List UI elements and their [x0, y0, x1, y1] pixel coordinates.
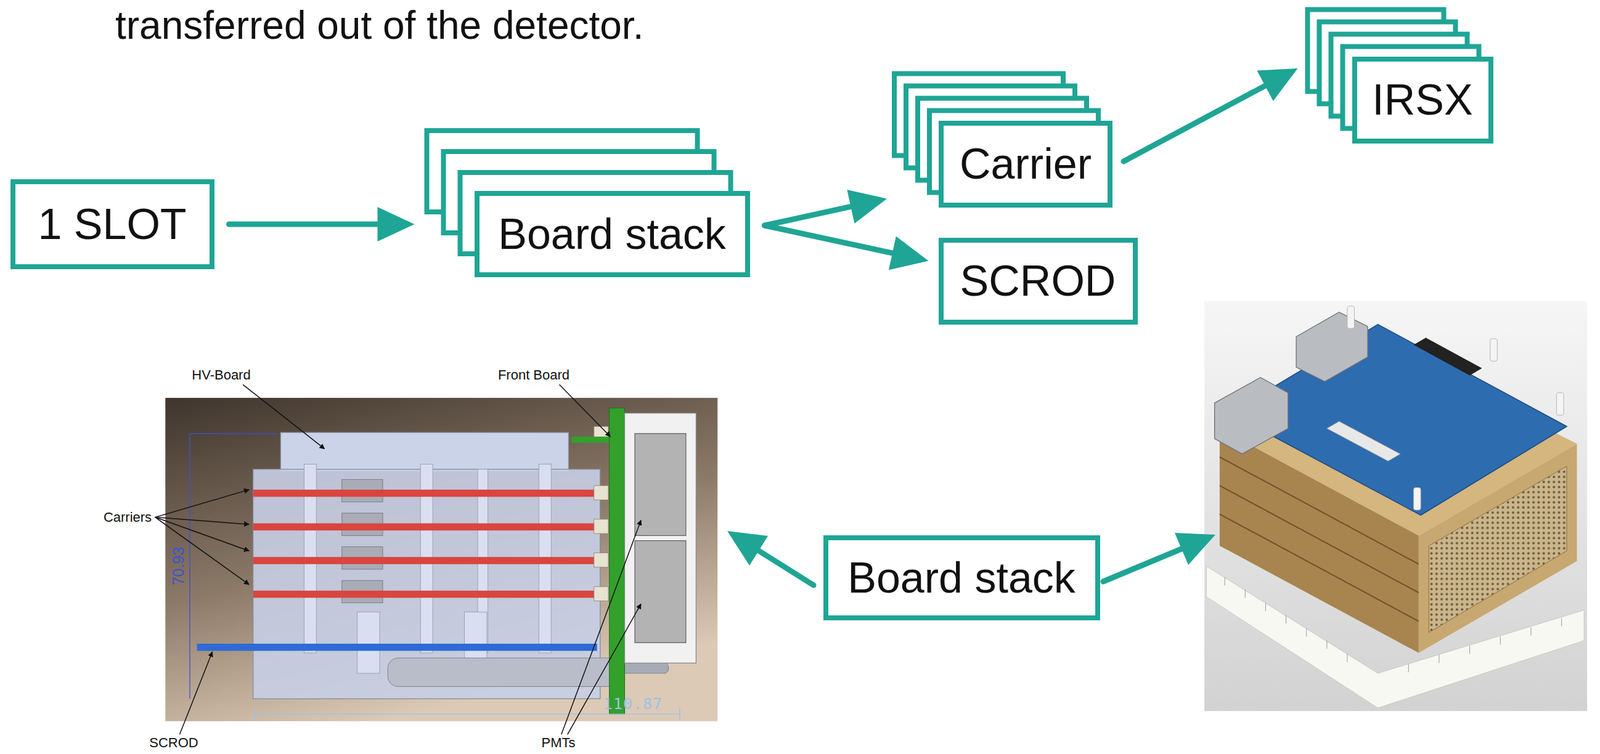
- cad-drawing: [253, 489, 601, 599]
- cad-drawing: [594, 519, 609, 534]
- arrow-head: [1256, 68, 1298, 102]
- leader-line: [567, 604, 641, 735]
- cad-drawing: [624, 413, 696, 664]
- flow-arrow: [229, 207, 415, 242]
- process-box: 1 SLOT: [10, 179, 215, 270]
- box-label: SCROD: [960, 257, 1117, 306]
- arrow-head: [888, 236, 929, 270]
- box-label: Board stack: [497, 210, 727, 259]
- cad-drawing: [165, 398, 718, 722]
- leader-line: [155, 517, 249, 585]
- leader-line: [155, 384, 641, 735]
- box-label: IRSX: [1371, 76, 1473, 124]
- cad-drawing: [253, 591, 601, 599]
- cad-drawing: [165, 398, 718, 722]
- dimension-line: [189, 433, 278, 700]
- pointer-arrow: [758, 551, 814, 586]
- leader-line: [155, 517, 249, 552]
- pointer-arrow: [1103, 549, 1182, 582]
- dimension-label: 110.87: [603, 695, 663, 714]
- dimension-line: [189, 433, 680, 721]
- part-label: HV-Board: [191, 367, 251, 383]
- arrow-shaft: [1123, 85, 1266, 162]
- arrow-shaft: [764, 225, 893, 254]
- illustration-layer: [155, 301, 1588, 736]
- board-stack-photo: [1490, 338, 1498, 362]
- board-stack-photo: [1204, 301, 1588, 712]
- flow-arrow: [764, 225, 929, 270]
- cad-drawing: [634, 433, 686, 537]
- dimension-line: [255, 708, 680, 721]
- board-stack-photo: [1296, 312, 1368, 383]
- cad-drawing: [594, 553, 609, 568]
- leader-line: [559, 384, 611, 437]
- cad-drawing: [609, 408, 625, 715]
- box-label: Carrier: [959, 140, 1092, 188]
- flow-arrow: [764, 189, 888, 226]
- cad-drawing: [342, 479, 383, 603]
- board-stack-photo: [1347, 306, 1355, 329]
- part-label: Carriers: [103, 510, 152, 526]
- leader-line: [179, 652, 213, 735]
- leader-line: [242, 384, 325, 449]
- process-box: IRSX: [1352, 56, 1494, 144]
- part-label: SCROD: [149, 735, 198, 751]
- dimension-label: 70.93: [170, 547, 188, 587]
- leader-line: [155, 489, 249, 518]
- arrow-shaft: [229, 221, 378, 228]
- part-label: PMTs: [541, 735, 576, 751]
- pointer-arrow: [1174, 533, 1216, 566]
- cad-drawing: [571, 436, 613, 444]
- process-box: Carrier: [938, 120, 1113, 208]
- box-label: Board stack: [847, 554, 1076, 603]
- cad-drawing: [357, 612, 380, 674]
- caption-text: transferred out of the detector.: [115, 3, 644, 47]
- board-stack-photo: [1326, 421, 1401, 462]
- board-stack-photo: [1347, 306, 1564, 511]
- arrow-shaft: [764, 206, 852, 226]
- box-label: 1 SLOT: [37, 200, 187, 249]
- leader-line: [155, 517, 249, 526]
- board-stack-photo: [1204, 301, 1588, 712]
- board-stack-photo: [1556, 393, 1564, 416]
- arrow-head: [377, 207, 415, 242]
- board-stack-photo: [1413, 488, 1422, 511]
- cad-drawing: [594, 586, 609, 601]
- board-stack-photo: [1214, 377, 1289, 455]
- process-box: Board stack: [823, 535, 1101, 621]
- pointer-arrow: [727, 531, 768, 566]
- board-stack-photo: [1413, 337, 1483, 376]
- cad-drawing: [253, 557, 601, 565]
- flow-arrow: [1123, 68, 1298, 162]
- cad-drawing: [253, 489, 601, 498]
- process-box: Board stack: [474, 191, 751, 278]
- cad-drawing: [197, 644, 598, 652]
- part-label: Front Board: [497, 367, 570, 383]
- process-box: SCROD: [938, 237, 1138, 325]
- cad-drawing: [594, 485, 609, 500]
- cad-drawing: [387, 658, 623, 687]
- cad-drawing: [253, 523, 601, 532]
- arrow-head: [846, 189, 887, 224]
- leader-line: [561, 520, 641, 736]
- cad-drawing: [594, 426, 609, 601]
- cad-drawing: [634, 541, 686, 644]
